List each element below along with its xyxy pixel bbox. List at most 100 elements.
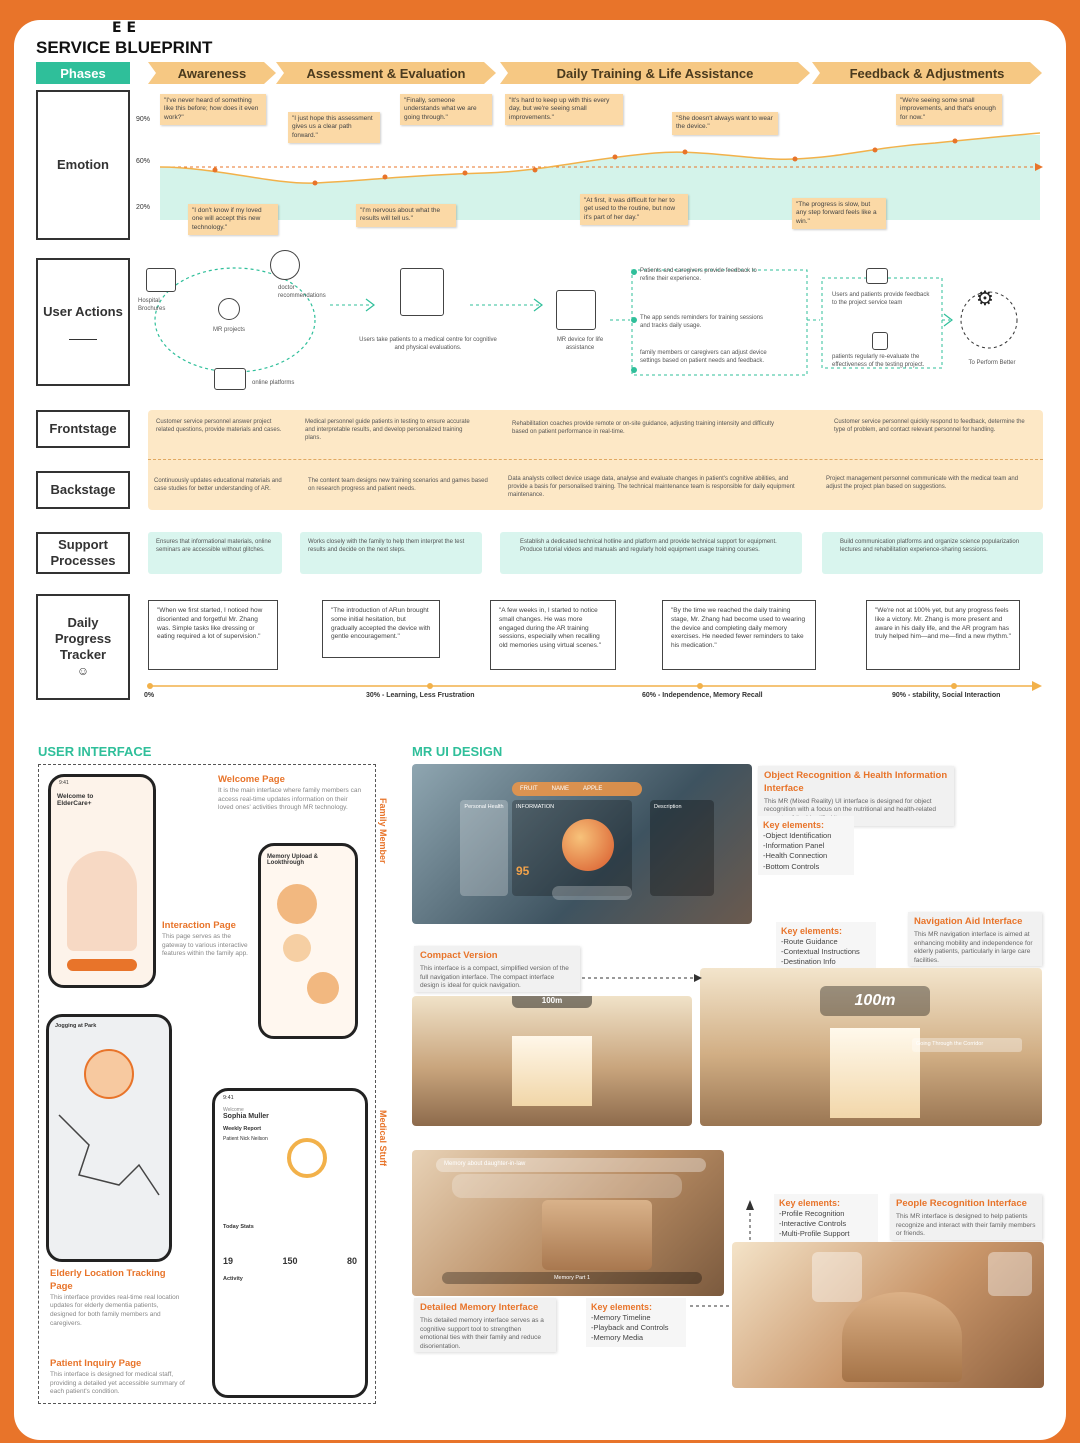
row-user-actions-label: User Actions (43, 303, 123, 319)
compact-distance: 100m (512, 996, 592, 1008)
action-feedback-1: Patients and caregivers provide feedback… (640, 268, 757, 282)
row-user-actions: User Actions (36, 258, 130, 386)
action-brochures: Hospital Brochures (138, 298, 166, 312)
action-feedback-2: Users and patients provide feedback to t… (832, 292, 930, 306)
awareness-loop (154, 267, 316, 373)
emotion-quote-6: "We're seeing some small improvements, a… (896, 94, 1002, 126)
emotion-quote-7: "I don't know if my loved one will accep… (188, 204, 278, 236)
mr-people-screen (732, 1242, 1044, 1388)
stage-band (148, 410, 1043, 510)
memory-key-2: -Playback and Controls (591, 1323, 669, 1333)
description-panel: Description (650, 800, 714, 896)
medical-staff-label: Medical Stuff (378, 1110, 388, 1167)
emotion-quote-9: "At first, it was difficult for her to g… (580, 194, 688, 226)
emotion-quote-8: "I'm nervous about what the results will… (356, 204, 456, 227)
bottom-controls[interactable] (552, 886, 632, 900)
action-perform: To Perform Better (968, 360, 1016, 366)
tag-name: NAME (551, 786, 570, 792)
gear-icon: ⚙ (976, 288, 994, 310)
brochure-icon (146, 268, 176, 292)
profile-card-1[interactable] (812, 1252, 862, 1302)
emotion-quote-3: "Finally, someone understands what we ar… (400, 94, 492, 126)
obj-key-1: -Object Identification (763, 831, 832, 841)
family-scene (842, 1292, 962, 1382)
location-map-route (58, 1114, 160, 1196)
obj-key-3: -Health Connection (763, 851, 828, 861)
stat-pressure: 150 (282, 1256, 298, 1266)
row-support: Support Processes (36, 532, 130, 574)
nav-distance: 100m (820, 986, 930, 1016)
memory-playback-controls[interactable]: Memory Part 1 (442, 1272, 702, 1284)
action-mr-projects: MR projects (212, 327, 245, 333)
emotion-axis-20: 20% (136, 204, 151, 211)
test-clipboard-icon (400, 268, 444, 316)
interaction-bubble-2[interactable] (283, 934, 311, 962)
phases-label: Phases (36, 62, 130, 84)
nav-key-elements: Key elements:-Route Guidance-Contextual … (776, 922, 876, 971)
nav-instruction: Going Through the Corridor (912, 1038, 1022, 1052)
profile-card-2[interactable] (988, 1252, 1032, 1296)
inquiry-patient: Patient Nick Neilson (223, 1136, 268, 1142)
today-stats-title: Today Stats (223, 1224, 254, 1230)
tracker-quote-3: "A few weeks in, I started to notice sma… (490, 600, 616, 670)
obj-key-2: -Information Panel (763, 841, 825, 851)
status-time: 9:41 (59, 780, 69, 786)
compact-card-text: This interface is a compact, simplified … (420, 964, 569, 990)
start-button[interactable] (67, 959, 137, 971)
tag-fruit: FRUIT (520, 786, 538, 792)
emotion-curve-chart (159, 115, 1043, 220)
memory-card-text: This detailed memory interface serves as… (420, 1316, 544, 1351)
backstage-1: Continuously updates educational materia… (154, 478, 282, 493)
milestone-60: 60% - Independence, Memory Recall (642, 692, 763, 699)
caregiver-illustration (67, 851, 137, 951)
frontstage-2: Medical personnel guide patients in test… (305, 419, 470, 442)
interaction-bubble-1[interactable] (277, 884, 317, 924)
people-key-3: -Multi-Profile Support (779, 1229, 850, 1239)
support-3: Establish a dedicated technical hotline … (500, 532, 802, 574)
row-divider (69, 339, 97, 341)
phone-welcome: 9:41 Welcome to ElderCare+ (48, 774, 156, 988)
perform-circle (960, 291, 1018, 349)
action-doctor: doctor recommendations (278, 285, 326, 299)
emotion-quote-10: "The progress is slow, but any step forw… (792, 198, 886, 230)
memory-timeline[interactable] (452, 1174, 682, 1198)
mr-device-icon (556, 290, 596, 330)
user-icon: ☺ (76, 664, 90, 679)
header-mark: E E (112, 20, 137, 36)
people-keys-title: Key elements: (779, 1198, 841, 1208)
apple-object (562, 819, 614, 871)
inquiry-note-title: Patient Inquiry Page (50, 1358, 142, 1369)
emotion-quote-4: "It's hard to keep up with this every da… (505, 94, 623, 126)
progress-ring (287, 1138, 327, 1178)
family-member-label: Family Member (378, 798, 388, 864)
emotion-axis-90: 90% (136, 116, 151, 123)
tracker-quote-5: "We're not at 100% yet, but any progress… (866, 600, 1020, 670)
tracker-quote-1: "When we first started, I noticed how di… (148, 600, 278, 670)
doctor-icon (270, 250, 300, 280)
phone-interaction: Memory Upload & Lookthrough (258, 843, 358, 1039)
memory-key-1: -Memory Timeline (591, 1313, 651, 1323)
inquiry-user-name: Sophia Muller (223, 1113, 269, 1120)
obj-key-4: -Bottom Controls (763, 861, 820, 871)
emotion-quote-1: "I've never heard of something like this… (160, 94, 266, 126)
nav-key-2: -Contextual Instructions (781, 947, 860, 957)
mr-section-title: MR UI DESIGN (412, 744, 503, 759)
memory-banner: Memory about daughter-in-law (436, 1158, 706, 1172)
compact-card-title: Compact Version (420, 950, 498, 961)
progress-timeline (147, 681, 1042, 691)
phase-awareness: Awareness (148, 62, 276, 84)
nav-key-1: -Route Guidance (781, 937, 838, 947)
interaction-heading: Memory Upload & Lookthrough (267, 854, 319, 866)
calorie-value: 95 (516, 864, 530, 878)
interaction-bubble-3[interactable] (307, 972, 339, 1004)
phone-inquiry: 9:41 Welcome Sophia Muller Weekly Report… (212, 1088, 368, 1398)
people-key-2: -Interactive Controls (779, 1219, 847, 1229)
milestone-90: 90% - stability, Social Interaction (892, 692, 1001, 699)
